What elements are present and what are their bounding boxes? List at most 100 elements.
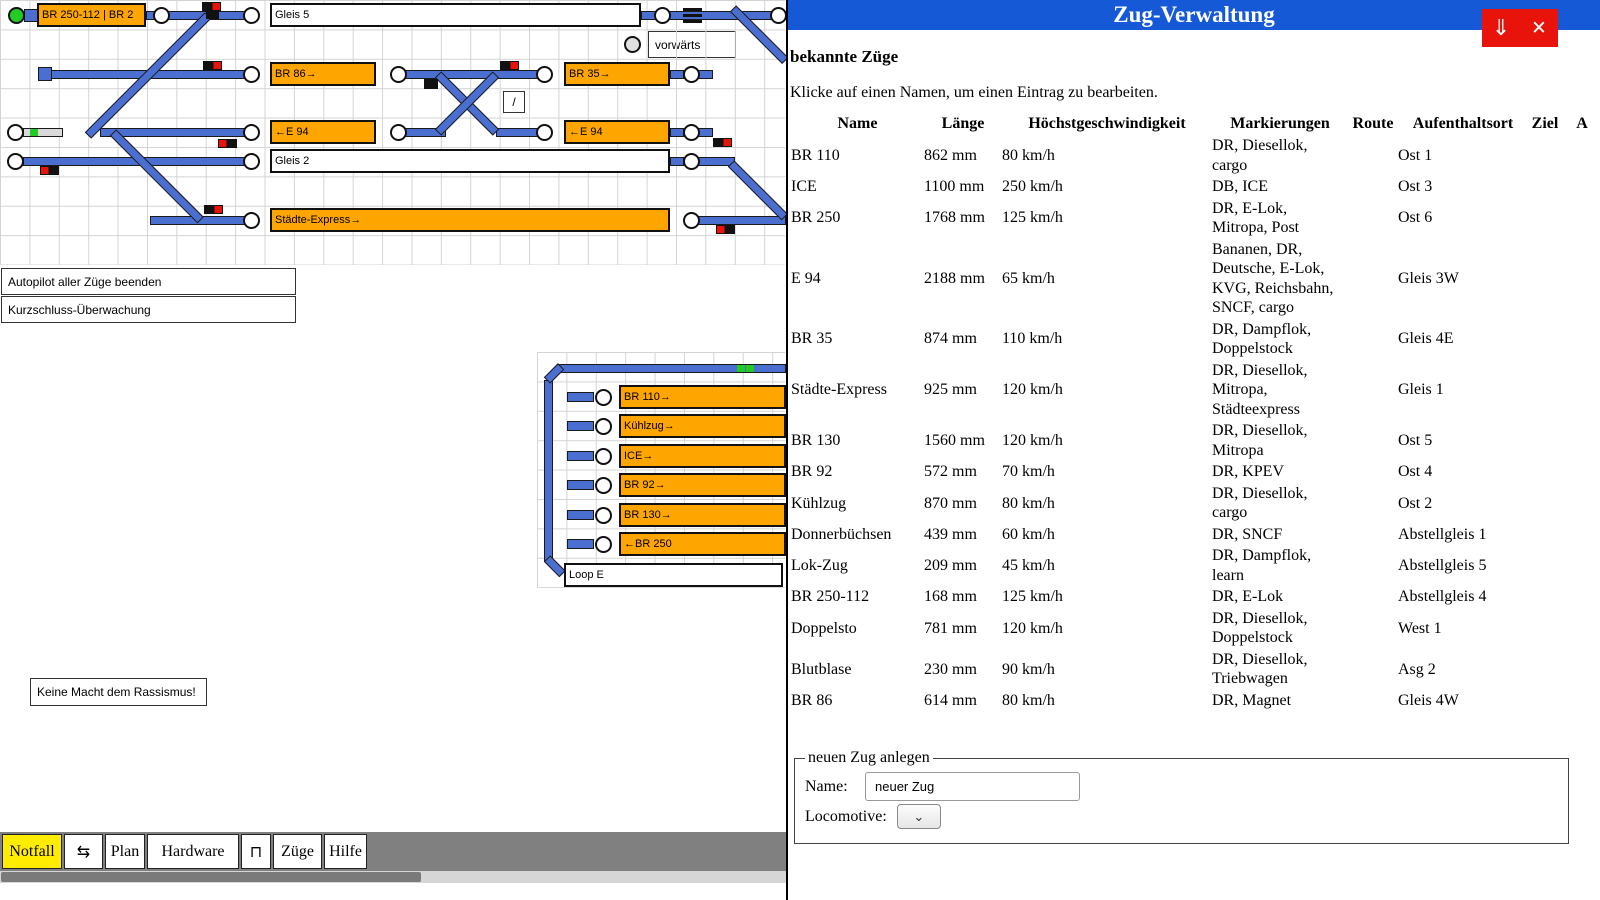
switch-indicator[interactable] <box>595 389 612 406</box>
train-block[interactable]: BR 250-112 | BR 2 <box>37 3 146 27</box>
train-markings: DR, Diesellok, Mitropa <box>1212 422 1308 459</box>
signal-icon[interactable] <box>203 61 222 70</box>
close-button[interactable]: × <box>1520 9 1558 47</box>
switch-indicator[interactable] <box>683 66 700 83</box>
locomotive-select[interactable]: ⌄ <box>896 804 941 829</box>
switch-indicator[interactable] <box>624 36 641 53</box>
autopilot-stop-button[interactable]: Autopilot aller Züge beenden <box>1 268 296 295</box>
train-block[interactable]: ←E 94 <box>270 120 376 144</box>
train-name-link[interactable]: BR 110 <box>791 146 840 164</box>
track-name-block[interactable]: Gleis 5 <box>270 3 641 27</box>
train-block[interactable]: BR 110→ <box>619 385 786 409</box>
signal-icon[interactable] <box>40 166 59 175</box>
switch-indicator[interactable] <box>243 66 260 83</box>
switch-indicator[interactable] <box>536 66 553 83</box>
train-name-link[interactable]: BR 250 <box>791 209 841 227</box>
train-name-link[interactable]: BR 35 <box>791 330 833 348</box>
train-block[interactable]: BR 86→ <box>270 62 376 86</box>
instruction-text: Klicke auf einen Namen, um einen Eintrag… <box>790 84 1158 101</box>
train-name-link[interactable]: Städte-Express <box>791 381 887 399</box>
train-name-link[interactable]: E 94 <box>791 269 821 287</box>
train-name-link[interactable]: BR 250-112 <box>791 588 870 606</box>
switch-indicator[interactable] <box>8 7 25 24</box>
train-speed: 80 km/h <box>1002 691 1055 709</box>
train-route <box>1348 545 1398 586</box>
switch-indicator[interactable] <box>243 212 260 229</box>
switch-indicator[interactable] <box>7 153 24 170</box>
switch-indicator[interactable] <box>536 124 553 141</box>
signal-bars-icon[interactable] <box>683 8 702 23</box>
train-name-link[interactable]: BR 92 <box>791 463 833 481</box>
switch-indicator[interactable] <box>683 153 700 170</box>
train-ziel <box>1528 176 1562 198</box>
track-segment <box>567 392 594 402</box>
train-block[interactable]: ←BR 250 <box>619 532 786 556</box>
train-block[interactable]: BR 35→ <box>564 62 670 86</box>
train-block[interactable]: BR 92→ <box>619 473 786 497</box>
toolbar-shunting-icon-button[interactable]: ⇆ <box>64 834 103 869</box>
toolbar-track-icon-button[interactable]: ⊓ <box>241 834 271 869</box>
train-name-link[interactable]: ICE <box>791 178 817 196</box>
signal-icon[interactable] <box>204 205 223 214</box>
switch-indicator[interactable] <box>243 153 260 170</box>
train-automode <box>1562 461 1600 483</box>
signal-icon[interactable] <box>218 139 237 148</box>
train-name-link[interactable]: Doppelsto <box>791 619 857 637</box>
signal-black-mark <box>206 10 219 19</box>
switch-indicator[interactable] <box>683 212 700 229</box>
train-block[interactable]: Kühlzug→ <box>619 414 786 438</box>
banner-button[interactable]: Keine Macht dem Rassismus! <box>30 678 207 706</box>
train-length: 439 mm <box>924 525 977 543</box>
toolbar-plan-button[interactable]: Plan <box>105 834 145 869</box>
switch-indicator[interactable] <box>243 7 260 24</box>
dialog-titlebar[interactable]: Zug-Verwaltung <box>788 0 1600 30</box>
switch-indicator[interactable] <box>243 124 260 141</box>
train-block[interactable]: ICE→ <box>619 444 786 468</box>
minimize-button[interactable]: ⇓ <box>1482 9 1520 47</box>
switch-indicator[interactable] <box>654 7 671 24</box>
switch-indicator[interactable] <box>595 418 612 435</box>
train-name-link[interactable]: Blutblase <box>791 660 852 678</box>
track-segment <box>567 421 594 431</box>
train-name-link[interactable]: Donnerbüchsen <box>791 525 892 543</box>
train-block[interactable]: ←E 94 <box>564 120 670 144</box>
track-name-block[interactable]: Loop E <box>564 563 783 587</box>
train-block[interactable]: Städte-Express→ <box>270 208 670 232</box>
switch-indicator[interactable] <box>683 124 700 141</box>
new-train-name-input[interactable] <box>865 772 1080 801</box>
train-name-link[interactable]: BR 86 <box>791 691 833 709</box>
signal-icon[interactable] <box>713 138 732 147</box>
switch-indicator[interactable] <box>390 124 407 141</box>
signal-icon[interactable] <box>716 225 735 234</box>
switch-indicator[interactable] <box>390 66 407 83</box>
track-name-block[interactable]: Gleis 2 <box>270 149 670 173</box>
toolbar-zuege-button[interactable]: Züge <box>273 834 322 869</box>
switch-indicator[interactable] <box>595 477 612 494</box>
signal-icon[interactable] <box>202 2 221 11</box>
signal-icon[interactable] <box>500 61 519 70</box>
switch-indicator[interactable] <box>770 7 786 24</box>
train-speed: 60 km/h <box>1002 525 1055 543</box>
switch-indicator[interactable] <box>153 7 170 24</box>
train-name-link[interactable]: Lok-Zug <box>791 557 848 575</box>
switch-indicator[interactable] <box>595 536 612 553</box>
short-circuit-button[interactable]: Kurzschluss-Überwachung <box>1 296 296 323</box>
toolbar-hilfe-button[interactable]: Hilfe <box>324 834 367 869</box>
toolbar-notfall-button[interactable]: Notfall <box>2 834 62 869</box>
train-name-link[interactable]: Kühlzug <box>791 494 847 512</box>
train-location: Abstellgleis 5 <box>1398 557 1487 575</box>
train-speed: 90 km/h <box>1002 660 1055 678</box>
plan-hscrollbar-thumb[interactable] <box>1 872 421 882</box>
plan-hscrollbar[interactable] <box>0 871 786 883</box>
switch-indicator[interactable] <box>595 507 612 524</box>
toolbar-hardware-button[interactable]: Hardware <box>147 834 239 869</box>
switch-indicator[interactable] <box>7 124 24 141</box>
train-name-link[interactable]: BR 130 <box>791 431 841 449</box>
switch-indicator[interactable] <box>595 448 612 465</box>
train-block[interactable]: BR 130→ <box>619 503 786 527</box>
